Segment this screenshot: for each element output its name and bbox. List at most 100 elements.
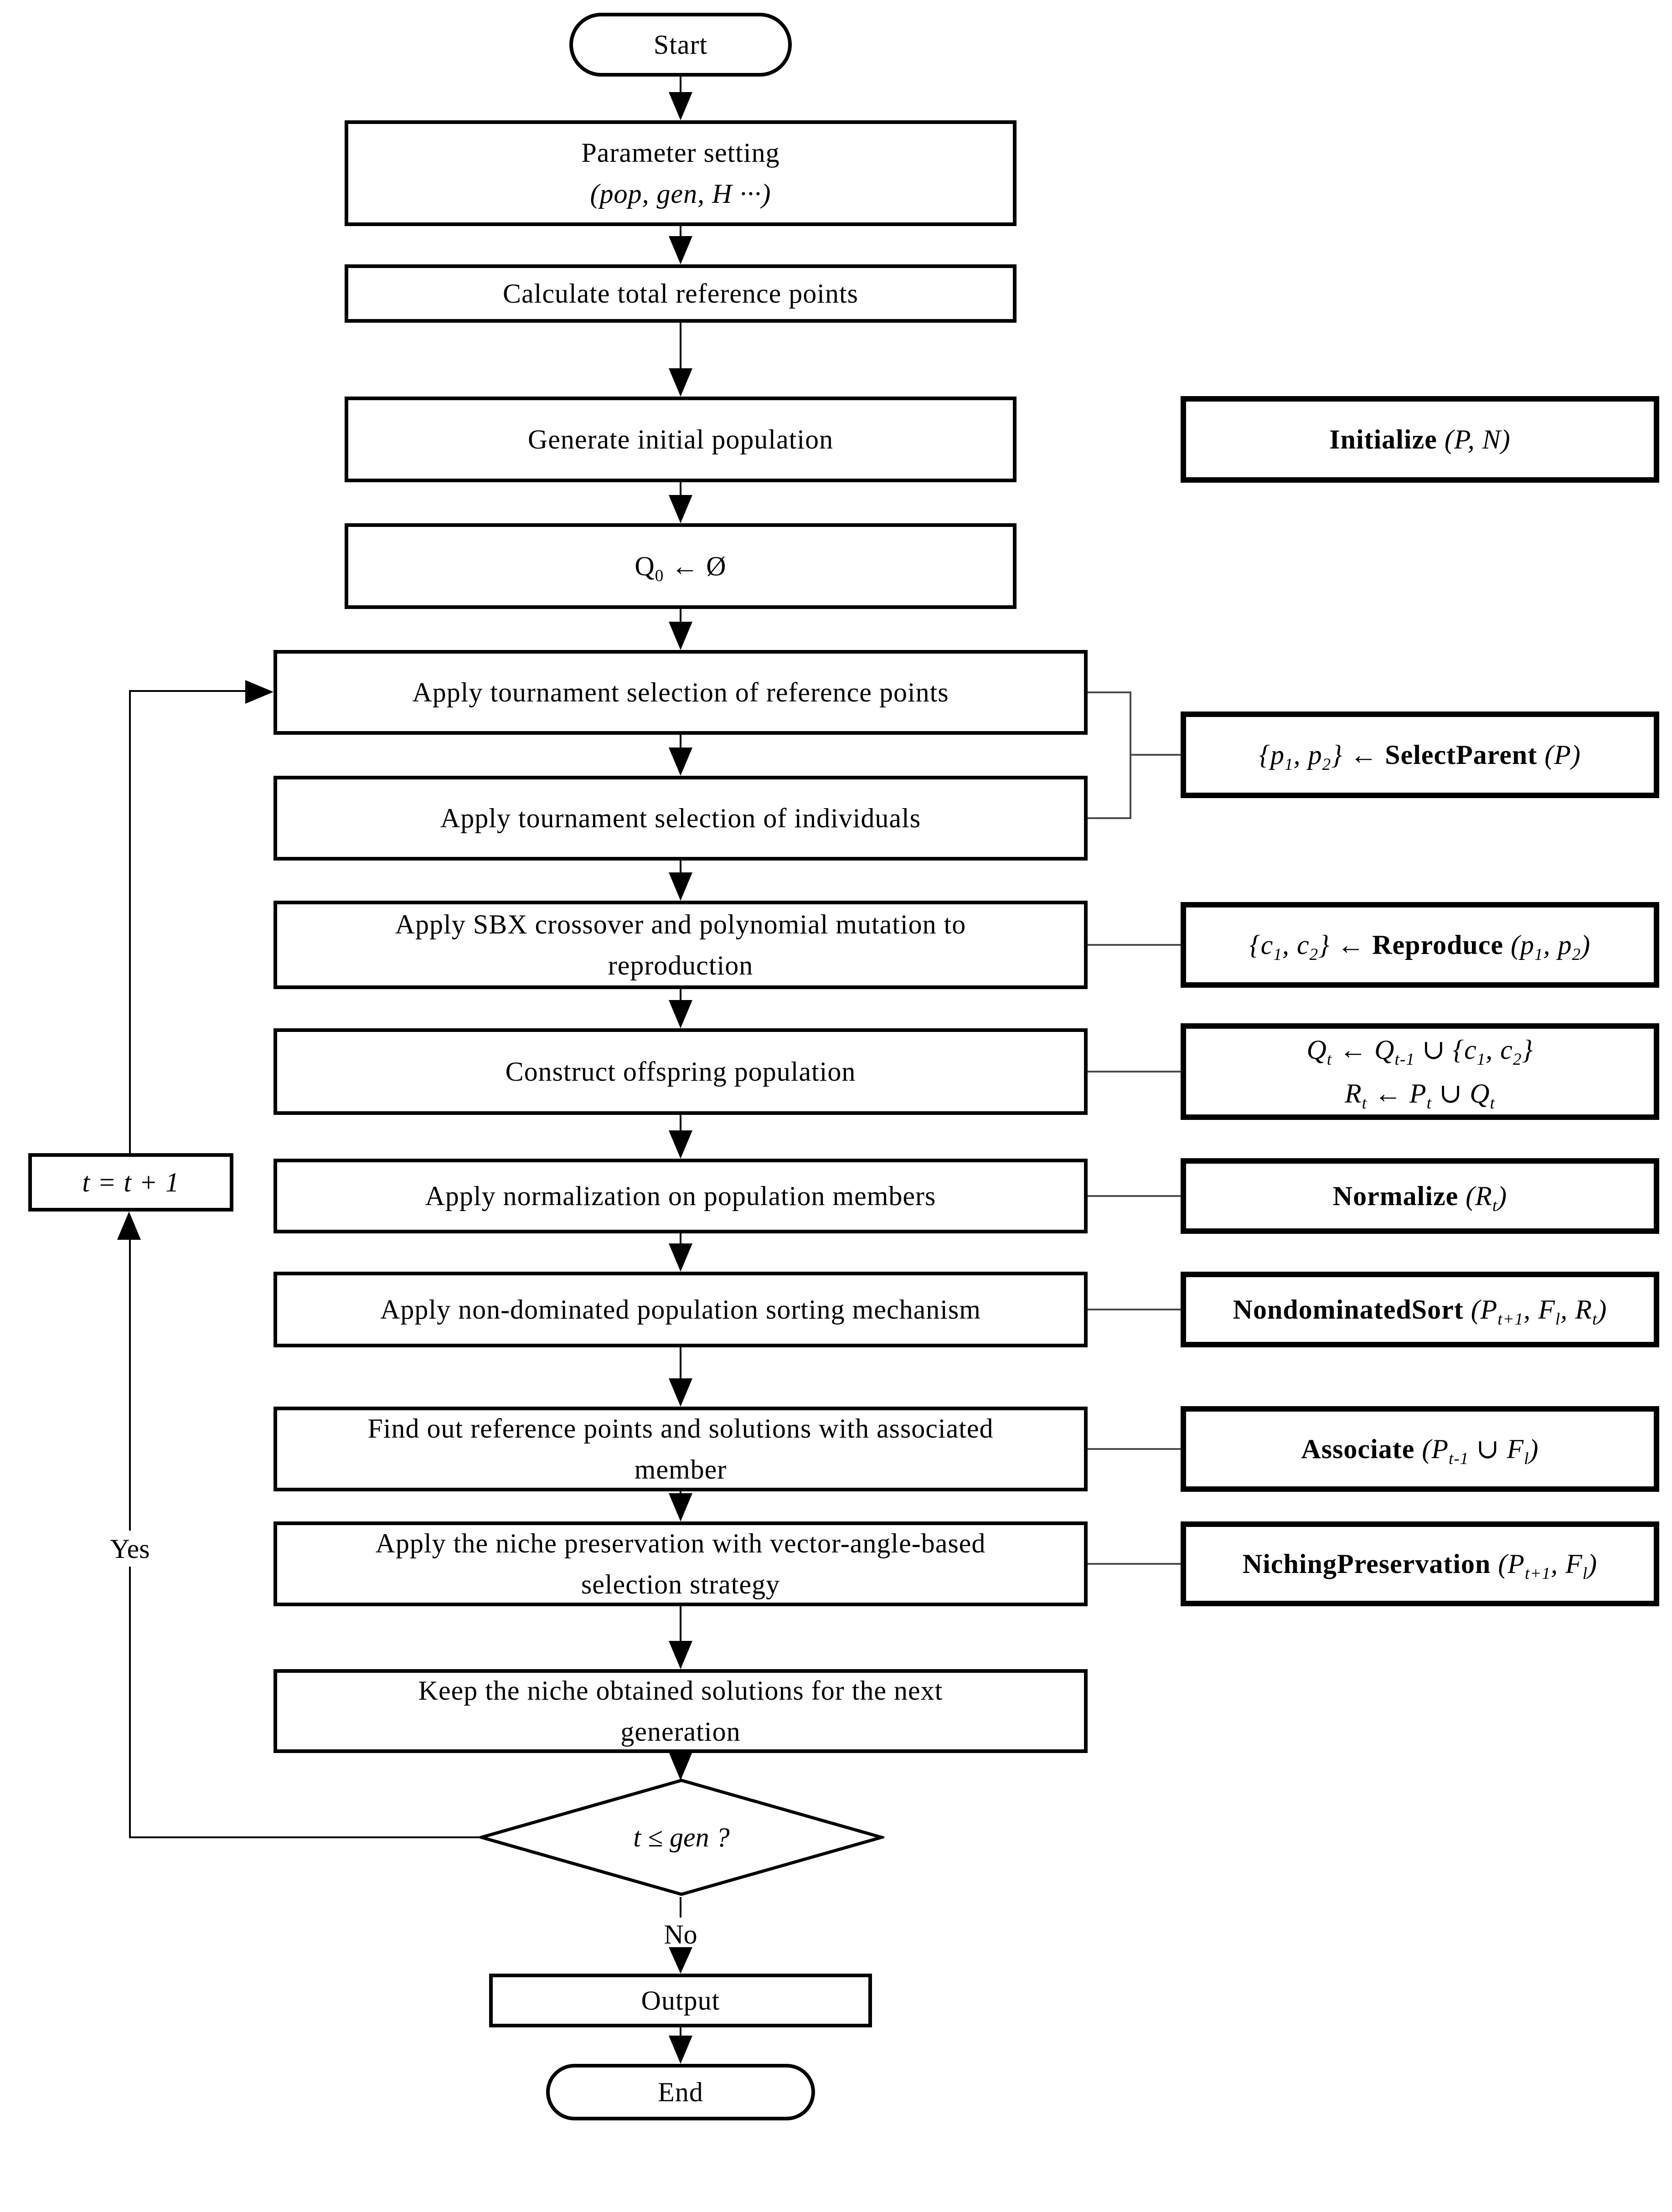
nondominated-sort-name: NondominatedSort bbox=[1233, 1294, 1464, 1325]
arrow-q0-to-tournament-line bbox=[680, 609, 681, 622]
arrow-calc-to-generate-line bbox=[680, 323, 681, 368]
keep-niche-solutions-line1: Keep the niche obtained solutions for th… bbox=[418, 1676, 943, 1706]
arrow-nds-to-findout-head-icon bbox=[669, 1378, 692, 1407]
arrow-sbx-to-construct-head-icon bbox=[669, 1000, 692, 1028]
construct-offspring-population-label: Construct offspring population bbox=[505, 1057, 856, 1087]
parameter-setting-line1: Parameter setting bbox=[581, 138, 780, 168]
loop-line-vertical-above-increment bbox=[129, 691, 131, 1153]
flow-node-sbx-crossover-mutation: Apply SBX crossover and polynomial mutat… bbox=[274, 901, 1088, 989]
flow-node-start: Start bbox=[569, 13, 792, 77]
arrow-sbx-to-construct-line bbox=[680, 989, 681, 1000]
nondominated-sorting-label: Apply non-dominated population sorting m… bbox=[380, 1294, 981, 1325]
call-box-normalize: Normalize (Rt) bbox=[1181, 1158, 1659, 1234]
yes-branch-label: Yes bbox=[110, 1533, 150, 1564]
call-box-reproduce: {c1, c2} ← Reproduce (p1, p2) bbox=[1181, 902, 1659, 988]
flow-node-start-label: Start bbox=[653, 30, 708, 60]
arrow-niche-to-keep-head-icon bbox=[669, 1641, 692, 1669]
end-label: End bbox=[658, 2077, 703, 2107]
sbx-crossover-line2: reproduction bbox=[608, 950, 753, 980]
flow-node-output: Output bbox=[489, 1974, 872, 2027]
call-box-associate: Associate (Pt-1 ∪ Fl) bbox=[1181, 1406, 1659, 1492]
arrow-findout-to-niche-line bbox=[680, 1491, 681, 1493]
arrow-param-to-calc-line bbox=[680, 226, 681, 236]
call-box-offspring-union: Qt ← Qt-1 ∪ {c1, c2} Rt ← Pt ∪ Qt bbox=[1181, 1023, 1659, 1120]
initialize-name: Initialize bbox=[1329, 424, 1437, 454]
reproduce-args: (p1, p2) bbox=[1503, 930, 1591, 964]
connector-tourref-stub bbox=[1088, 691, 1130, 693]
sbx-crossover-line1: Apply SBX crossover and polynomial mutat… bbox=[395, 909, 966, 939]
select-parent-pre: {p1, p2} ← bbox=[1259, 740, 1385, 774]
reproduce-name: Reproduce bbox=[1372, 930, 1504, 960]
normalize-name: Normalize bbox=[1332, 1181, 1459, 1211]
arrow-normalize-to-nds-line bbox=[680, 1233, 681, 1243]
connector-tourind-stub bbox=[1088, 817, 1130, 819]
arrow-generate-to-q0-line bbox=[680, 482, 681, 495]
keep-niche-solutions-line2: generation bbox=[620, 1717, 741, 1747]
call-box-niching-preservation: NichingPreservation (Pt+1, Fl) bbox=[1181, 1521, 1659, 1606]
flow-node-tournament-selection-individuals: Apply tournament selection of individual… bbox=[274, 776, 1088, 861]
arrow-normalize-to-nds-head-icon bbox=[669, 1243, 692, 1272]
arrow-tourref-to-tourind-line bbox=[680, 735, 681, 748]
arrow-niche-to-keep-line bbox=[680, 1606, 681, 1641]
flow-node-niche-preservation: Apply the niche preservation with vector… bbox=[274, 1521, 1088, 1606]
arrow-keep-to-decision-head-icon bbox=[669, 1752, 692, 1780]
loop-line-diamond-to-left bbox=[130, 1836, 481, 1838]
decision-condition-label: t ≤ gen ? bbox=[633, 1822, 730, 1852]
arrow-yes-to-increment-head-icon bbox=[117, 1212, 141, 1240]
connector-to-reproduce bbox=[1088, 944, 1181, 946]
no-branch-label: No bbox=[664, 1919, 697, 1949]
loop-line-vertical-below-yes bbox=[129, 1567, 131, 1838]
flow-node-keep-niche-solutions: Keep the niche obtained solutions for th… bbox=[274, 1669, 1088, 1753]
flow-node-find-reference-points-solutions: Find out reference points and solutions … bbox=[274, 1407, 1088, 1491]
flow-node-tournament-selection-reference-points: Apply tournament selection of reference … bbox=[274, 650, 1088, 735]
arrow-construct-to-normalize-head-icon bbox=[669, 1130, 692, 1159]
reproduce-pre: {c1, c2} ← bbox=[1249, 930, 1373, 964]
initialize-args: (P, N) bbox=[1437, 424, 1511, 454]
tournament-selection-reference-points-label: Apply tournament selection of reference … bbox=[412, 677, 949, 707]
connector-to-select-parent bbox=[1130, 754, 1181, 756]
niching-preservation-args: (Pt+1, Fl) bbox=[1491, 1549, 1598, 1583]
connector-to-offspring bbox=[1088, 1071, 1181, 1072]
arrow-output-to-end-head-icon bbox=[669, 2036, 692, 2064]
flow-node-q0-empty-set: Q0 ← Ø bbox=[345, 523, 1017, 609]
connector-to-associate bbox=[1088, 1448, 1181, 1450]
increment-t-label: t = t + 1 bbox=[82, 1167, 180, 1197]
decision-diamond-shape bbox=[479, 1779, 884, 1896]
flow-node-end: End bbox=[546, 2064, 815, 2120]
flow-node-calculate-reference-points: Calculate total reference points bbox=[345, 264, 1017, 323]
apply-normalization-label: Apply normalization on population member… bbox=[425, 1181, 936, 1211]
tournament-selection-individuals-label: Apply tournament selection of individual… bbox=[440, 803, 921, 833]
arrow-param-to-calc-head-icon bbox=[669, 236, 692, 264]
loop-line-vertical-above-yes bbox=[129, 1240, 131, 1531]
flow-node-apply-normalization: Apply normalization on population member… bbox=[274, 1159, 1088, 1233]
flow-node-nondominated-sorting: Apply non-dominated population sorting m… bbox=[274, 1272, 1088, 1347]
arrow-tourind-to-sbx-head-icon bbox=[669, 872, 692, 901]
generate-initial-population-label: Generate initial population bbox=[527, 424, 834, 454]
flow-node-parameter-setting: Parameter setting (pop, gen, H ···) bbox=[345, 120, 1017, 226]
normalize-args: (Rt) bbox=[1458, 1181, 1507, 1215]
flow-node-construct-offspring-population: Construct offspring population bbox=[274, 1028, 1088, 1115]
arrow-findout-to-niche-head-icon bbox=[669, 1493, 692, 1521]
select-parent-args: (P) bbox=[1537, 740, 1581, 770]
niche-preservation-line1: Apply the niche preservation with vector… bbox=[375, 1528, 986, 1558]
offspring-union-line1: Qt ← Qt-1 ∪ {c1, c2} bbox=[1306, 1035, 1533, 1069]
call-box-initialize: Initialize (P, N) bbox=[1181, 396, 1659, 483]
associate-name: Associate bbox=[1301, 1434, 1415, 1464]
connector-to-normalize bbox=[1088, 1195, 1181, 1197]
select-parent-name: SelectParent bbox=[1385, 740, 1538, 770]
arrow-output-to-end-line bbox=[680, 2027, 681, 2036]
q0-empty-set-label: Q0 ← Ø bbox=[635, 551, 727, 585]
arrow-tourind-to-sbx-line bbox=[680, 861, 681, 872]
arrow-start-to-param-head-icon bbox=[669, 92, 692, 120]
connector-to-niching bbox=[1088, 1563, 1181, 1565]
arrow-start-to-param-line bbox=[680, 77, 681, 92]
nondominated-sort-args: (Pt+1, Fl, Rt) bbox=[1463, 1294, 1607, 1329]
arrow-no-to-output-head-icon bbox=[669, 1947, 692, 1974]
call-box-nondominated-sort: NondominatedSort (Pt+1, Fl, Rt) bbox=[1181, 1272, 1659, 1347]
connector-to-nondominated-sort bbox=[1088, 1309, 1181, 1310]
find-reference-points-line1: Find out reference points and solutions … bbox=[367, 1413, 994, 1444]
arrow-loop-to-tournament-head-icon bbox=[245, 680, 274, 704]
arrow-nds-to-findout-line bbox=[680, 1347, 681, 1378]
arrow-construct-to-normalize-line bbox=[680, 1115, 681, 1130]
